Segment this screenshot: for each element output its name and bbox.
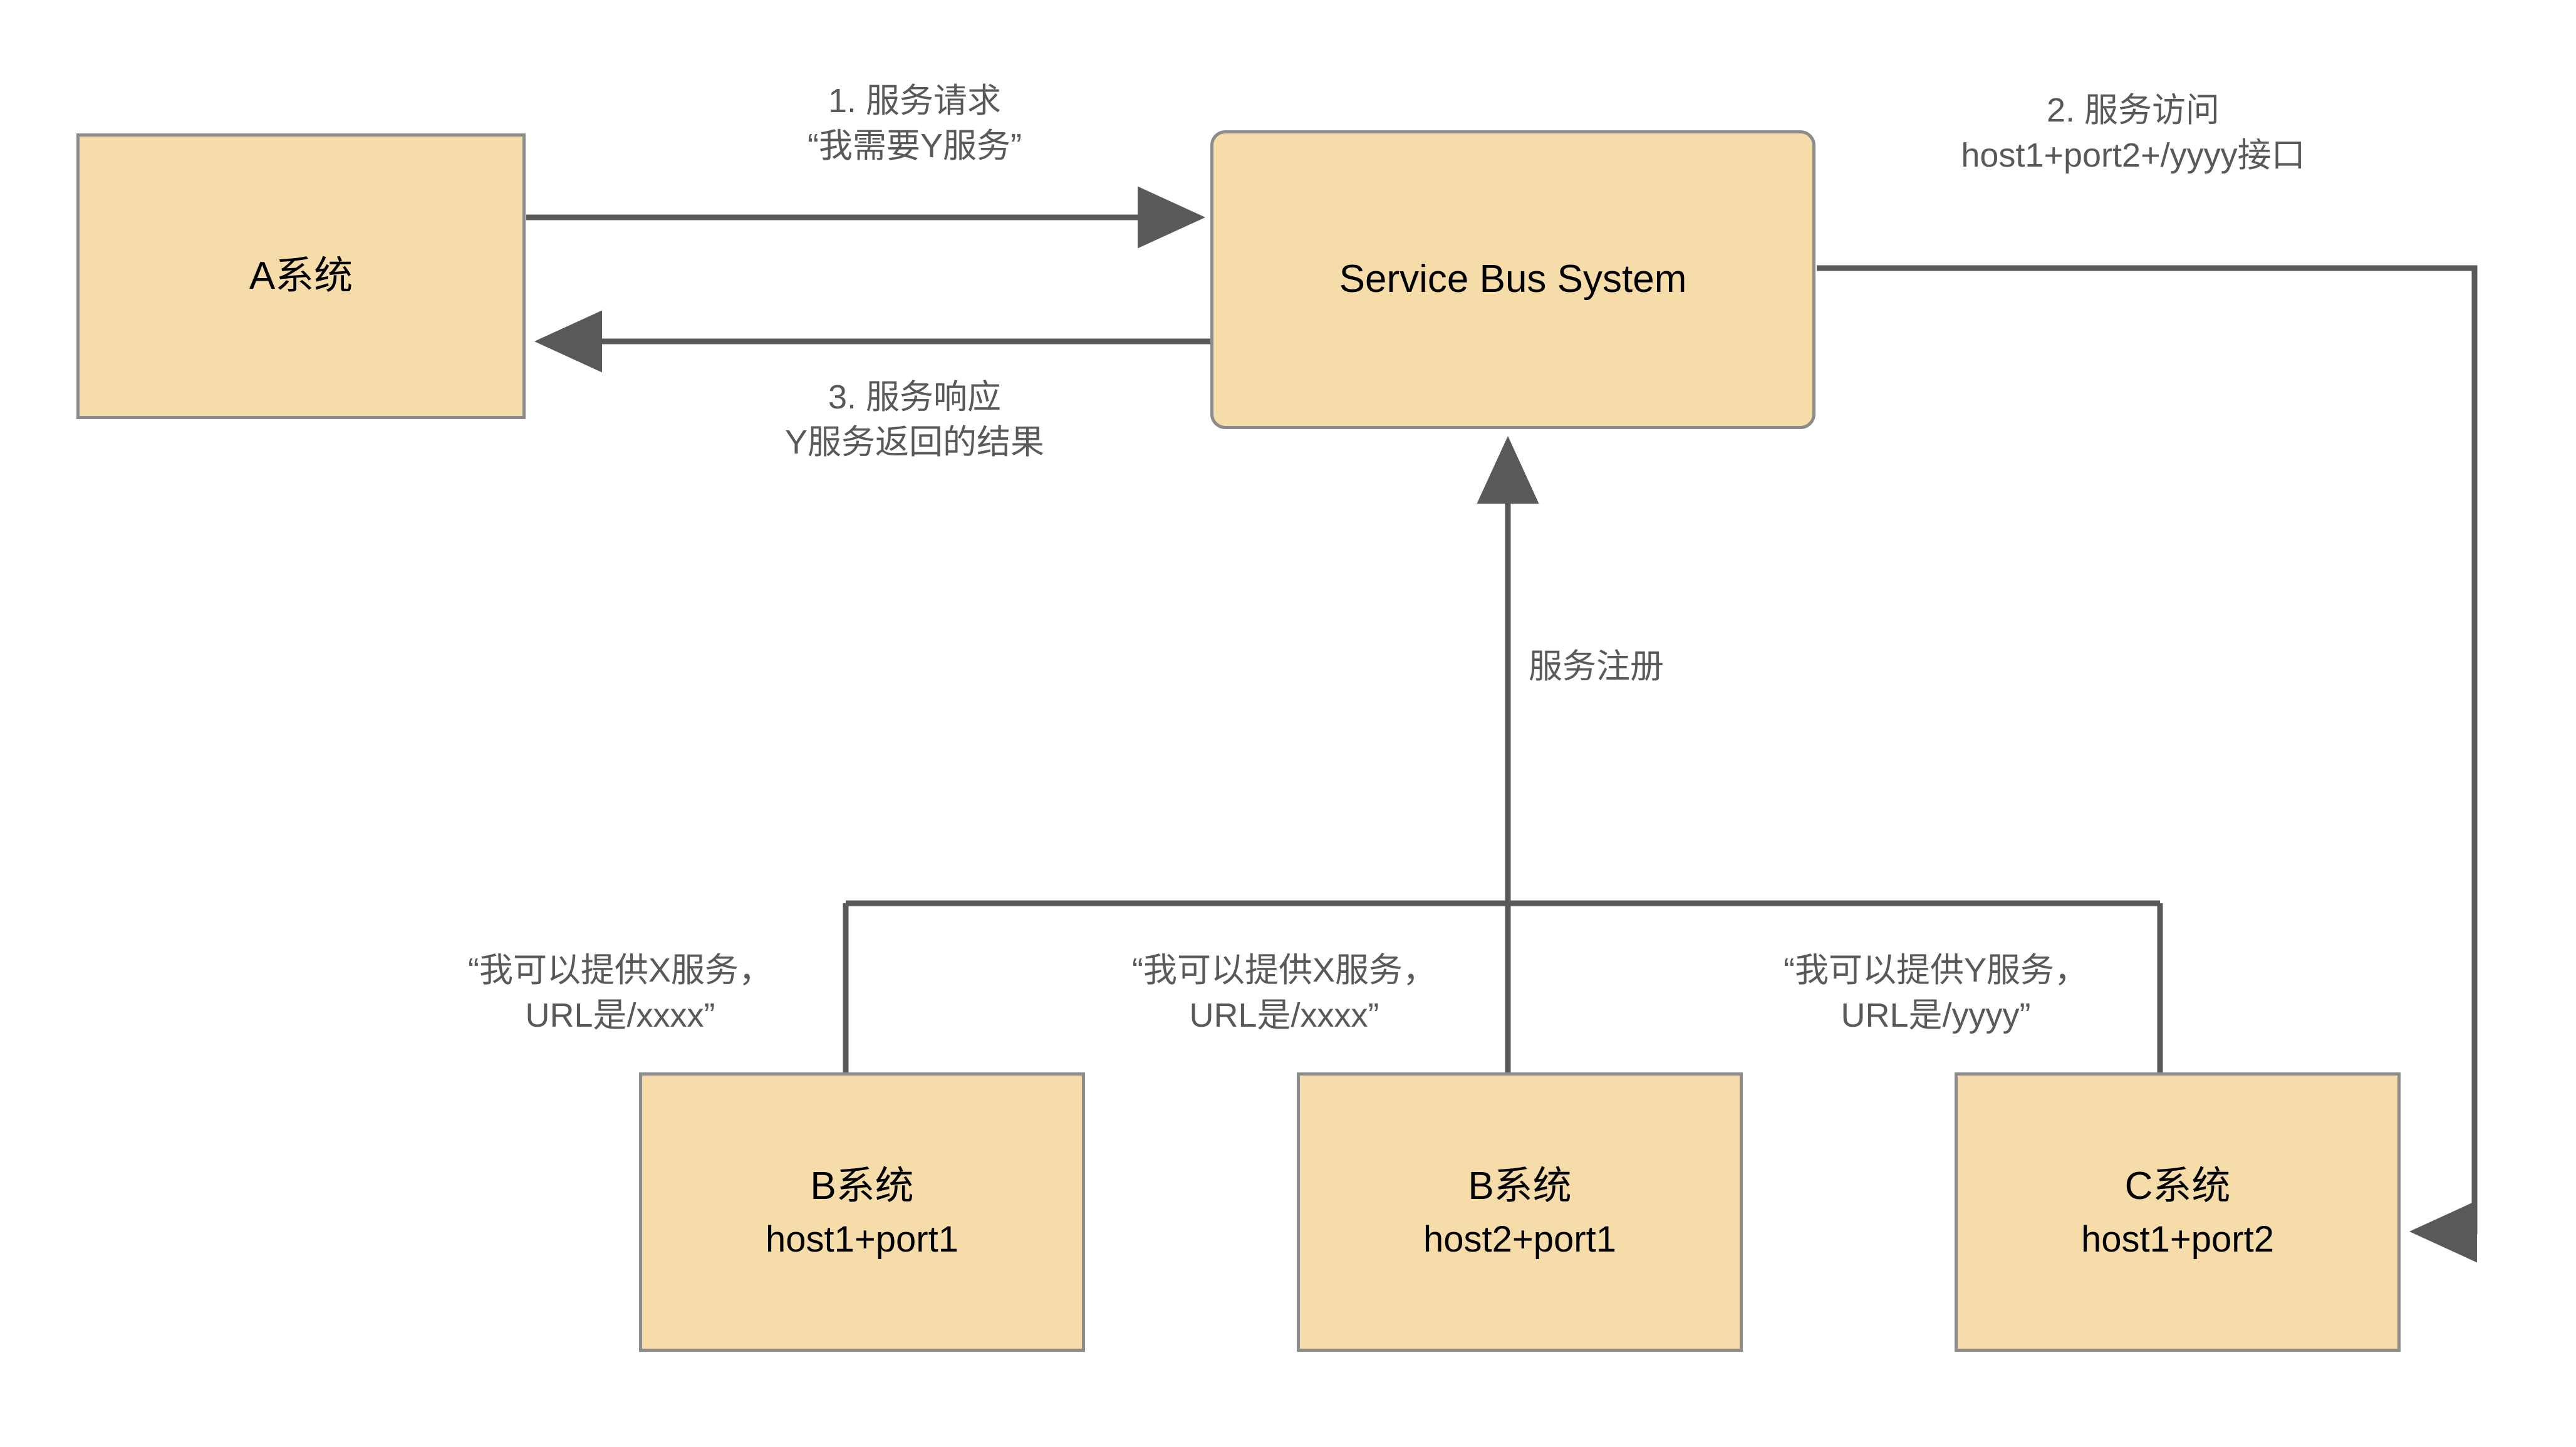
edge-label-service-request: 1. 服务请求 “我需要Y服务” (808, 82, 1022, 165)
edge-label-register-b2: “我可以提供X服务， URL是/xxxx” (1132, 952, 1436, 1035)
node-c-system[interactable]: C系统 host1+port2 (1955, 1072, 2401, 1352)
edge-label-service-access: 2. 服务访问 host1+port2+/yyyy接口 (1961, 91, 2305, 175)
node-service-bus-title: Service Bus System (1339, 257, 1687, 301)
edge-label-service-register: 服务注册 (1529, 648, 1664, 685)
node-b-system-1-subtitle: host1+port1 (766, 1218, 958, 1260)
node-b-system-2[interactable]: B系统 host2+port1 (1297, 1072, 1743, 1352)
node-a-system-title: A系统 (249, 254, 353, 298)
node-b-system-1[interactable]: B系统 host1+port1 (639, 1072, 1085, 1352)
node-b-system-2-title: B系统 (1468, 1164, 1572, 1208)
node-b-system-1-title: B系统 (810, 1164, 914, 1208)
node-c-system-title: C系统 (2124, 1164, 2231, 1208)
edge-label-register-c: “我可以提供Y服务， URL是/yyyy” (1784, 952, 2088, 1035)
node-b-system-2-subtitle: host2+port1 (1423, 1218, 1616, 1260)
node-a-system[interactable]: A系统 (76, 133, 526, 419)
node-c-system-subtitle: host1+port2 (2081, 1218, 2274, 1260)
node-service-bus[interactable]: Service Bus System (1210, 130, 1815, 429)
edge-label-register-b1: “我可以提供X服务， URL是/xxxx” (468, 952, 772, 1035)
edge-service-access-line (1817, 265, 2478, 1263)
edge-label-service-response: 3. 服务响应 Y服务返回的结果 (784, 378, 1045, 462)
